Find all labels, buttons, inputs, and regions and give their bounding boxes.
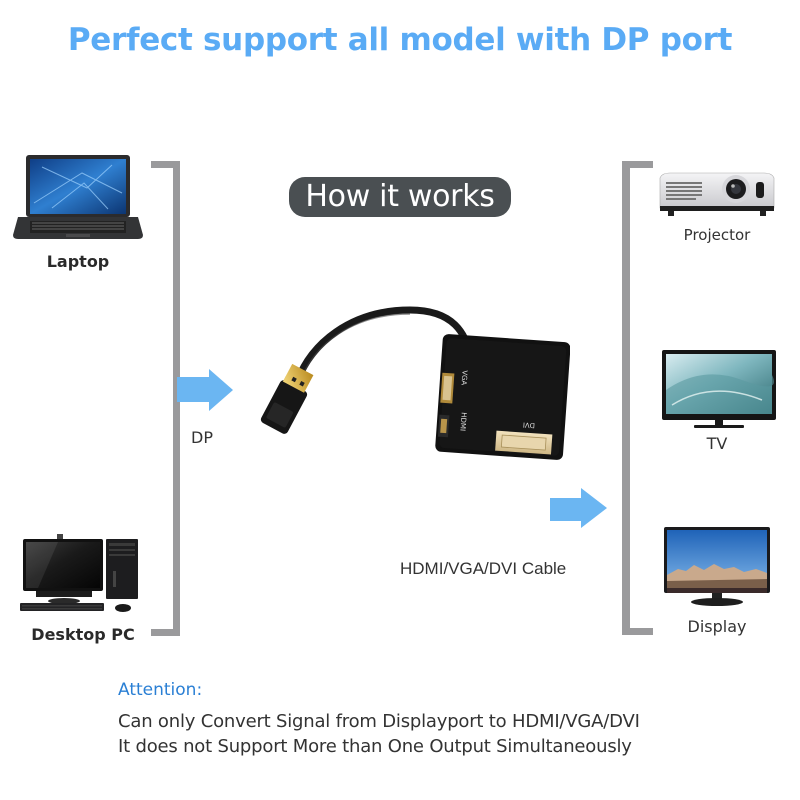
monitor-icon <box>664 527 770 609</box>
how-it-works-badge: How it works <box>289 177 511 217</box>
desktop-pc-icon <box>18 533 142 615</box>
right-bracket-bottom <box>622 628 653 635</box>
laptop-icon <box>12 153 144 243</box>
page-title: Perfect support all model with DP port <box>67 22 733 58</box>
output-label-projector: Projector <box>683 226 751 244</box>
left-bracket-bottom <box>151 629 180 636</box>
attention-line-2: It does not Support More than One Output… <box>118 736 632 757</box>
attention-title: Attention: <box>118 680 203 700</box>
tv-icon <box>662 350 776 430</box>
right-bracket-bar <box>622 161 630 635</box>
output-cable-label: HDMI/VGA/DVI Cable <box>400 559 567 578</box>
source-label-desktop-pc: Desktop PC <box>31 625 135 644</box>
attention-line-1: Can only Convert Signal from Displayport… <box>118 711 640 732</box>
right-bracket-top <box>622 161 653 168</box>
output-label-tv: TV <box>706 434 728 453</box>
output-label-display: Display <box>687 617 747 636</box>
left-bracket-bar <box>173 161 180 636</box>
svg-text:DVI: DVI <box>523 420 536 429</box>
dp-adapter-illustration: VGA HDMI DVI <box>240 295 571 480</box>
dp-input-label: DP <box>191 428 213 447</box>
left-bracket-top <box>151 161 180 168</box>
input-arrow-icon <box>177 369 235 411</box>
projector-icon <box>656 170 778 218</box>
svg-text:VGA: VGA <box>460 370 469 386</box>
source-label-laptop: Laptop <box>46 252 110 271</box>
svg-text:HDMI: HDMI <box>458 412 467 431</box>
output-arrow-icon <box>550 487 608 529</box>
